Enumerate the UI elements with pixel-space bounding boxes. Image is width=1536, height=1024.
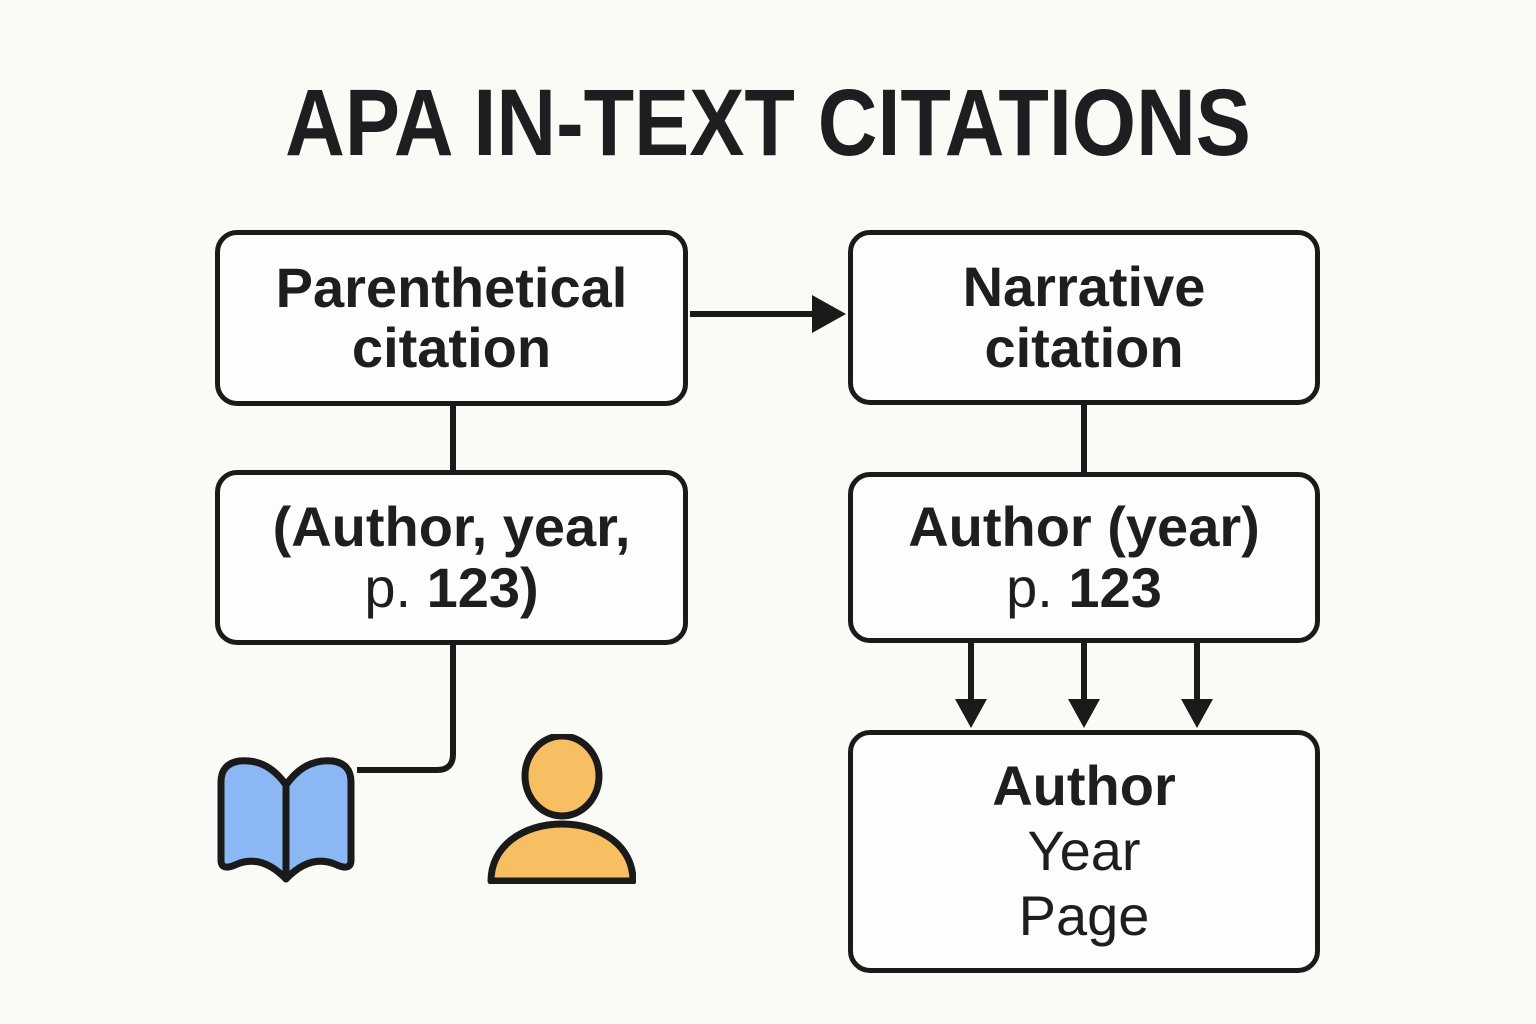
narrative-citation-label: Narrative citation <box>962 255 1206 379</box>
book-icon <box>217 757 355 883</box>
element-page-label: Page <box>1018 883 1150 947</box>
parenthetical-example-line2: p. 123) <box>364 555 539 619</box>
element-author-label: Author <box>992 754 1176 818</box>
parenthetical-example-box: (Author, year, p. 123) <box>215 470 688 645</box>
page-title-text: APA IN-TEXT CITATIONS <box>285 70 1251 176</box>
narrative-example-line2: p. 123 <box>1006 555 1162 619</box>
arrowhead-down-icon <box>1181 699 1213 728</box>
page-abbrev-label: p. <box>364 555 427 619</box>
page-number-label: 123) <box>426 555 539 619</box>
page-number-label: 123 <box>1068 555 1162 619</box>
arrowhead-down-icon <box>955 699 987 728</box>
arrowhead-right-icon <box>812 295 846 333</box>
page-title: APA IN-TEXT CITATIONS <box>0 76 1536 171</box>
connector-example-to-book <box>357 643 456 773</box>
parenthetical-citation-label: Parenthetical citation <box>275 255 628 379</box>
element-year-label: Year <box>1027 819 1141 883</box>
narrative-example-box: Author (year) p. 123 <box>848 472 1320 643</box>
citation-elements-box: Author Year Page <box>848 730 1320 973</box>
page-abbrev-label: p. <box>1006 555 1069 619</box>
person-icon <box>487 734 636 884</box>
arrowhead-down-icon <box>1068 699 1100 728</box>
parenthetical-example-line1: (Author, year, <box>272 495 631 559</box>
narrative-citation-box: Narrative citation <box>848 230 1320 405</box>
parenthetical-citation-box: Parenthetical citation <box>215 230 688 406</box>
narrative-example-line1: Author (year) <box>908 495 1260 559</box>
